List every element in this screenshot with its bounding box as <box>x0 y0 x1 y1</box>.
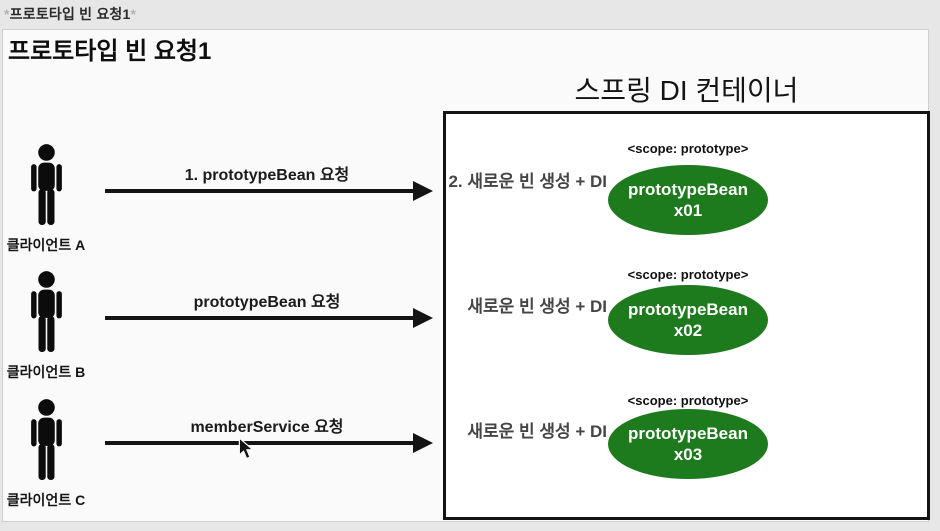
prototype-bean-ellipse-3: prototypeBean x03 <box>608 409 768 479</box>
bean-instance-1: x01 <box>673 201 703 220</box>
di-container-heading: 스프링 DI 컨테이너 <box>574 75 799 106</box>
bean-creation-label-2: 새로운 빈 생성 + DI <box>467 297 607 316</box>
bean-instance-2: x02 <box>673 321 703 340</box>
scope-label-2: <scope: prototype> <box>627 267 749 282</box>
request-arrow-head-1 <box>413 181 433 201</box>
request-arrow-label-1: 1. prototypeBean 요청 <box>184 167 350 184</box>
request-arrow-head-2 <box>413 308 433 328</box>
window-title-prefix: * <box>4 6 10 22</box>
request-arrow-head-3 <box>413 433 433 453</box>
prototype-bean-ellipse-2: prototypeBean x02 <box>608 285 768 355</box>
request-arrow-label-3: memberService 요청 <box>190 419 344 436</box>
bean-name-1: prototypeBean <box>628 179 748 199</box>
client-b-person-icon <box>31 271 62 352</box>
bean-name-2: prototypeBean <box>628 299 748 319</box>
scope-label-3: <scope: prototype> <box>627 393 749 408</box>
scope-label-1: <scope: prototype> <box>627 141 749 156</box>
client-c-person-icon <box>31 399 62 480</box>
request-arrow-line-1 <box>105 189 415 193</box>
request-arrow-line-3 <box>105 441 415 445</box>
slide-title: 프로토타입 빈 요청1 <box>8 38 212 65</box>
bean-creation-label-1: 2. 새로운 빈 생성 + DI <box>448 172 607 191</box>
prototype-bean-ellipse-1: prototypeBean x01 <box>608 165 768 235</box>
client-a-label: 클라이언트 A <box>6 237 86 253</box>
client-b-label: 클라이언트 B <box>6 364 86 380</box>
window-title-suffix: * <box>130 6 137 22</box>
client-a-person-icon <box>31 144 62 225</box>
client-c-label: 클라이언트 C <box>6 492 86 508</box>
request-arrow-line-2 <box>105 316 415 320</box>
mouse-cursor-icon <box>238 437 255 460</box>
window-title-text: 프로토타입 빈 요청1 <box>9 6 131 22</box>
request-arrow-label-2: prototypeBean 요청 <box>193 294 341 311</box>
bean-instance-3: x03 <box>673 445 703 464</box>
bean-name-3: prototypeBean <box>628 423 748 443</box>
window-title: *프로토타입 빈 요청1* <box>4 4 136 24</box>
bean-creation-label-3: 새로운 빈 생성 + DI <box>467 422 607 441</box>
